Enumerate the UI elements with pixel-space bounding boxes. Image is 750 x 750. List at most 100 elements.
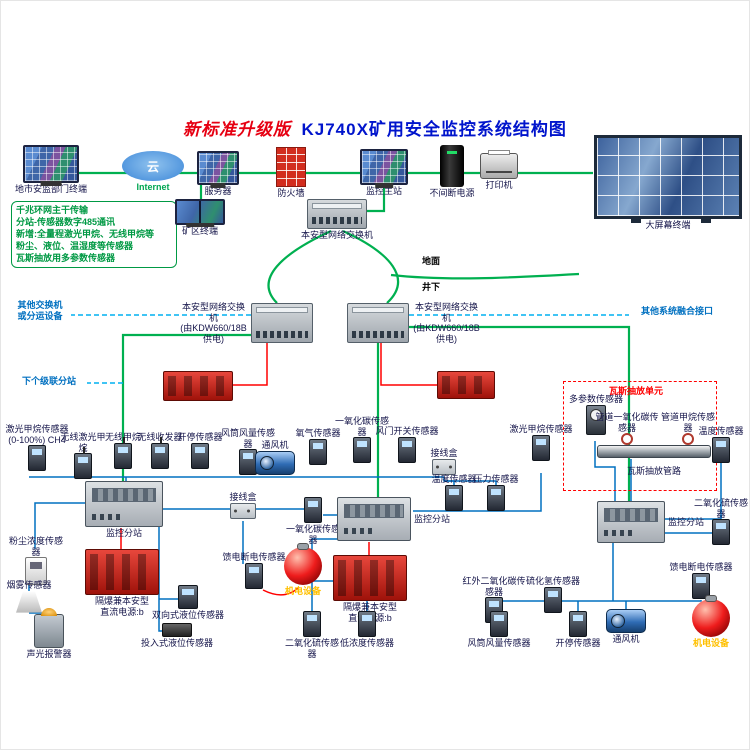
- smoke-sensor-label: 烟雾传感器: [6, 580, 52, 590]
- master-station: 监控主站: [351, 149, 417, 197]
- damper-sensor: 风门开关传感器: [375, 425, 439, 463]
- co-sensor-1-icon: [353, 437, 371, 464]
- city-terminal: 地市安监部门终端: [9, 145, 93, 195]
- co-sensor-1: 一氧化碳传感器: [331, 415, 393, 464]
- fan-2-label: 通风机: [612, 634, 640, 644]
- duct-airflow-sensor-2-icon: [490, 611, 508, 637]
- temp-sensor-right-icon: [712, 436, 730, 463]
- feed-cutoff-sensor-1-label: 馈电断电传感器: [222, 552, 286, 562]
- gas-pipe: [597, 445, 711, 458]
- co-sensor-1-label: 一氧化碳传感器: [334, 416, 389, 437]
- laser-ch4-sensor-2: 激光甲烷传感器: [509, 423, 573, 461]
- temp-sensor-right: 温度传感器: [697, 425, 745, 463]
- mech-equipment-1: 机电设备: [277, 547, 329, 597]
- start-stop-sensor-2: 开停传感器: [553, 611, 603, 649]
- substation-mid-icon: [337, 497, 411, 541]
- fan-1-icon: [255, 450, 295, 475]
- wireless-transceiver-label: 无线收发器: [137, 432, 182, 443]
- co-sensor-2-label: 一氧化碳传感器: [285, 524, 340, 545]
- so2-sensor-right-icon: [712, 519, 730, 546]
- duct-airflow-sensor-1: 风筒风量传感器: [217, 427, 279, 476]
- feed-cutoff-sensor-2: 馈电断电传感器: [667, 561, 735, 599]
- title-badge: 新标准升级版: [183, 120, 292, 139]
- internet-cloud-icon: 云: [122, 139, 184, 181]
- next-cascade-note-label: 下个级联分站: [21, 376, 76, 386]
- gas-unit-title: 瓦斯抽放单元: [593, 385, 679, 397]
- feature-note-line: 分站-传感器数字485通讯: [16, 216, 116, 227]
- gas-unit-title-label: 瓦斯抽放单元: [608, 386, 663, 396]
- feed-cutoff-sensor-2-label: 馈电断电传感器: [669, 562, 733, 572]
- fan-2-icon: [606, 609, 646, 633]
- damper-sensor-label: 风门开关传感器: [375, 426, 439, 436]
- start-stop-sensor-1-label: 开停传感器: [177, 432, 223, 442]
- server: 服务器: [189, 151, 247, 197]
- laser-ch4-sensor: 激光甲烷传感器 (0-100%) CH4: [5, 423, 69, 472]
- mine-terminal: 矿区终端: [169, 199, 231, 237]
- temp-sensor-right-label: 温度传感器: [698, 426, 744, 436]
- duct-airflow-sensor-2: 风筒风量传感器: [467, 611, 531, 649]
- power-bottom-left: 隔爆兼本安型 直流电源:b: [83, 549, 161, 617]
- level-sensor-input-icon: [162, 623, 192, 637]
- so2-sensor-right: 二氧化硫传感器: [693, 497, 749, 546]
- junction-box-left-icon: [230, 502, 256, 519]
- feed-cutoff-sensor-1: 馈电断电传感器: [221, 551, 287, 589]
- mech-equipment-1-icon: [284, 547, 322, 585]
- feature-note-line: 新增:全量程激光甲烷、无线甲烷等: [16, 228, 154, 239]
- level-sensor-input: 投入式液位传感器: [139, 623, 215, 649]
- power-bottom-mid-icon: [333, 555, 407, 601]
- oxygen-sensor: 氧气传感器: [295, 427, 341, 465]
- dust-sensor: 粉尘浓度传感器: [5, 535, 67, 586]
- pressure-sensor: 压力传感器: [473, 473, 519, 511]
- power-bottom-left-label: 隔爆兼本安型 直流电源:b: [94, 596, 149, 617]
- oxygen-sensor-icon: [309, 438, 327, 465]
- other-switch-note: 其他交换机 或分运设备: [9, 299, 71, 321]
- so2-sensor-bottom: 二氧化硫传感器: [283, 611, 341, 659]
- printer: 打印机: [475, 150, 523, 191]
- multiparam-sensor: 多参数传感器: [567, 393, 625, 435]
- h2s-sensor-icon: [544, 586, 562, 613]
- wireless-laser-ch4: 无线激光甲烷: [57, 431, 109, 480]
- substation-mid-label: 监控分站: [414, 514, 451, 525]
- underground-label-label: 井下: [421, 282, 440, 292]
- mech-equipment-1-label: 机电设备: [284, 586, 321, 596]
- dust-sensor-label: 粉尘浓度传感器: [8, 536, 63, 557]
- ups-icon: [440, 145, 464, 187]
- other-system-note-label: 其他系统融合接口: [640, 306, 713, 316]
- ups: 不间断电源: [425, 145, 479, 199]
- pipe-ch4-sensor-label: 管道甲烷传感器: [660, 412, 715, 433]
- feature-note-line: 千兆环网主干传输: [16, 205, 89, 215]
- switch-right: 本安型网络交换机 (由KDW660/18B供电): [347, 301, 481, 344]
- h2s-sensor-label: 硫化氢传感器: [525, 576, 580, 586]
- sound-light-alarm: 声光报警器: [21, 607, 77, 660]
- title-main: KJ740X矿用安全监控系统结构图: [301, 120, 567, 139]
- start-stop-sensor-1-icon: [191, 442, 209, 469]
- city-terminal-label: 地市安监部门终端: [14, 184, 87, 194]
- multiparam-sensor-icon: [586, 404, 606, 435]
- low-conc-sensor-label: 低浓度传感器: [339, 638, 394, 648]
- low-conc-sensor: 低浓度传感器: [339, 611, 395, 649]
- junction-box-right-label: 接线盒: [430, 448, 458, 458]
- power-bottom-left-icon: [85, 549, 159, 595]
- gas-pipe-icon: [597, 445, 711, 458]
- ground-label-label: 地面: [421, 256, 440, 266]
- wireless-ch4-label: 无线甲烷: [105, 432, 141, 443]
- co-sensor-2: 一氧化碳传感器: [285, 497, 341, 545]
- laser-ch4-sensor-icon: [28, 445, 46, 472]
- substation-left-label: 监控分站: [105, 528, 142, 538]
- substation-right: 监控分站: [597, 501, 711, 543]
- videowall-icon: [594, 135, 742, 223]
- printer-icon: [480, 150, 518, 179]
- so2-sensor-bottom-icon: [303, 611, 321, 637]
- city-terminal-icon: [23, 145, 79, 183]
- pipe-ch4-sensor: 管道甲烷传感器: [657, 411, 719, 453]
- switch-left-label: 本安型网络交换机 (由KDW660/18B供电): [180, 302, 247, 344]
- wireless-transceiver-icon: [151, 436, 169, 469]
- co-sensor-2-icon: [304, 497, 322, 523]
- h2s-sensor: 硫化氢传感器: [525, 575, 581, 613]
- low-conc-sensor-icon: [358, 611, 376, 637]
- firewall-label: 防火墙: [277, 188, 305, 198]
- printer-label: 打印机: [485, 180, 513, 190]
- switch-right-icon: [347, 302, 409, 343]
